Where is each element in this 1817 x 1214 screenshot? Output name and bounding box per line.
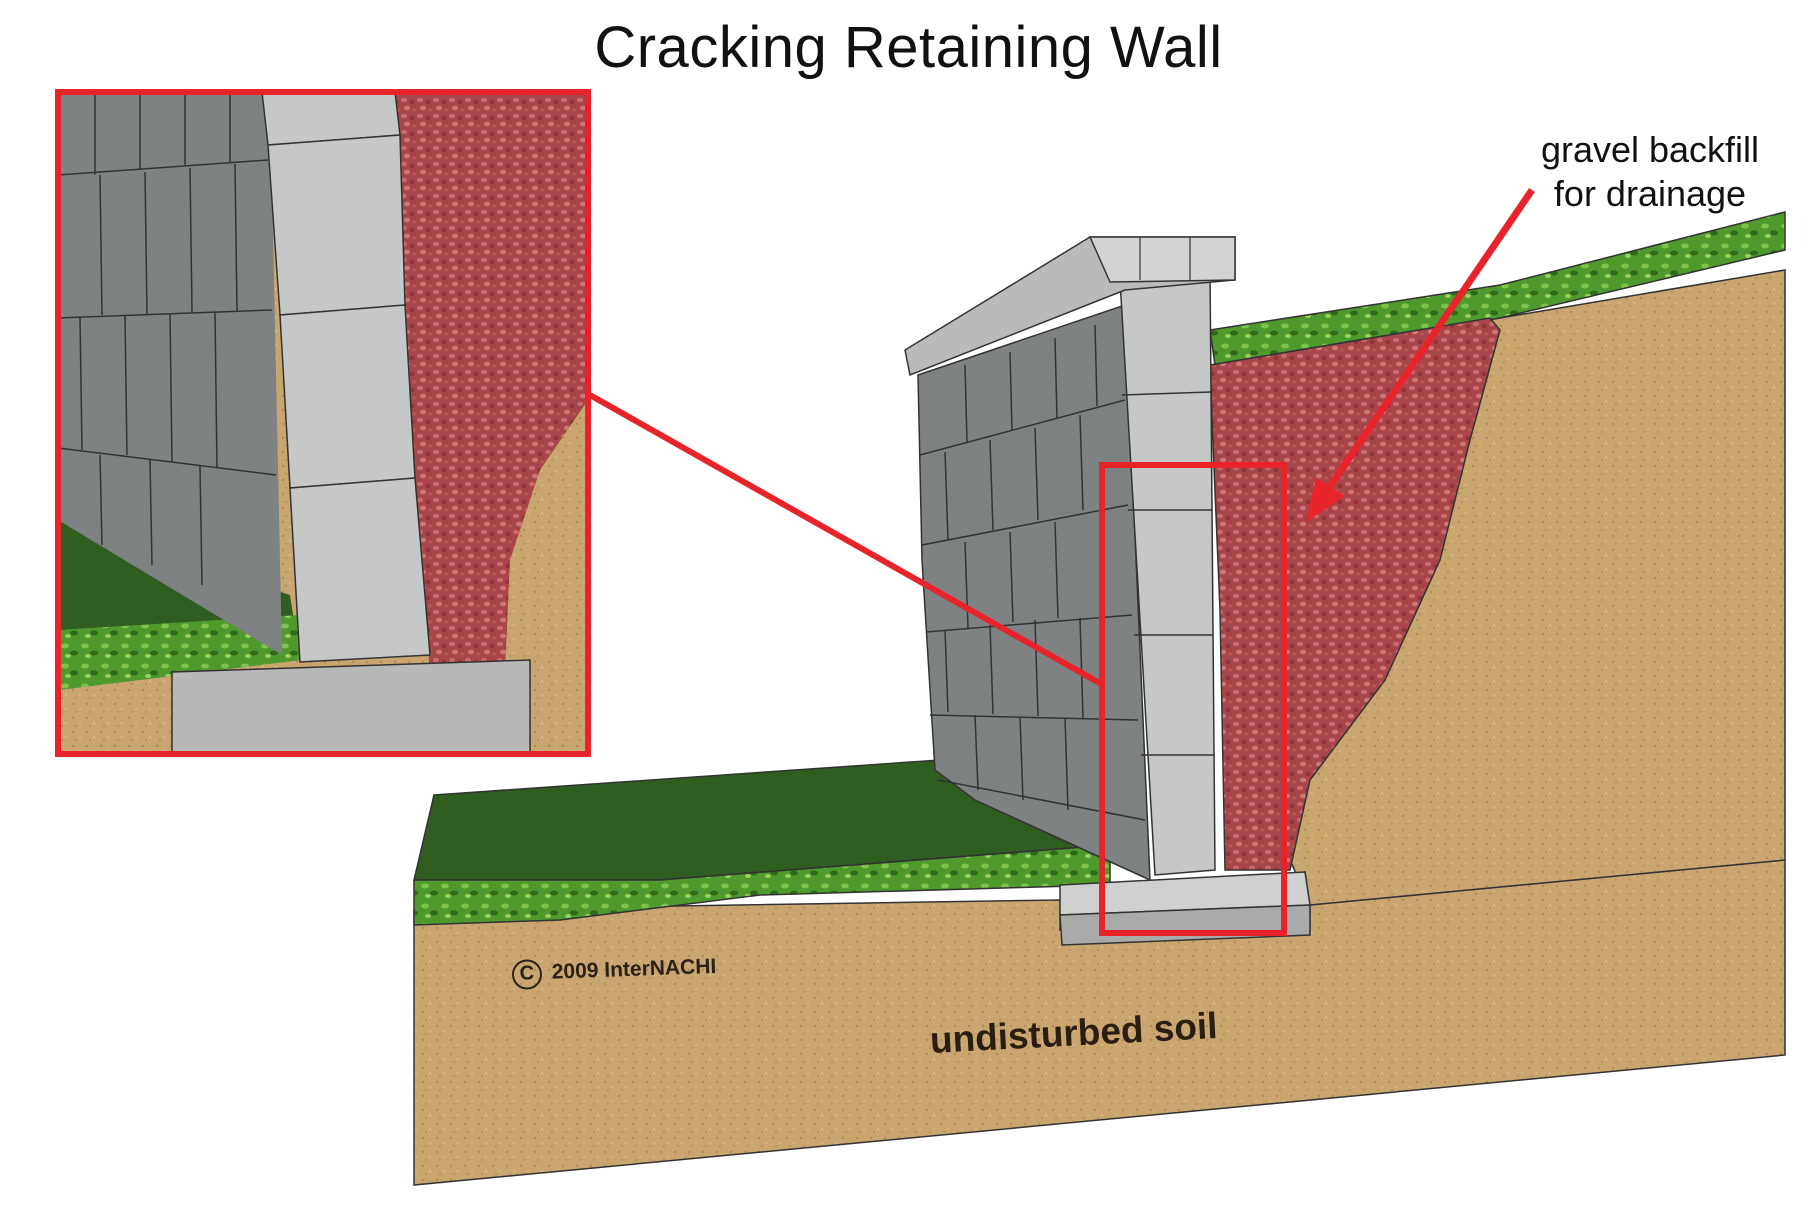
detail-highlight-box	[1099, 462, 1287, 936]
callout-connector-line	[588, 392, 1105, 688]
zoom-inset	[55, 89, 591, 757]
diagram-title: Cracking Retaining Wall	[594, 15, 1223, 80]
retaining-wall	[904, 236, 1236, 882]
inset-frame	[55, 89, 591, 757]
copyright-text: 2009 InterNACHI	[551, 954, 717, 984]
copyright-icon: C	[511, 958, 543, 990]
lower-lawn-edge	[413, 844, 1111, 926]
gravel-label-line-1: gravel backfill	[1540, 129, 1760, 170]
gravel-label-line-2: for drainage	[1553, 173, 1747, 214]
gravel-backfill-label: gravel backfill for drainage	[1480, 128, 1817, 216]
callout-pointer-arrow	[1306, 188, 1535, 522]
